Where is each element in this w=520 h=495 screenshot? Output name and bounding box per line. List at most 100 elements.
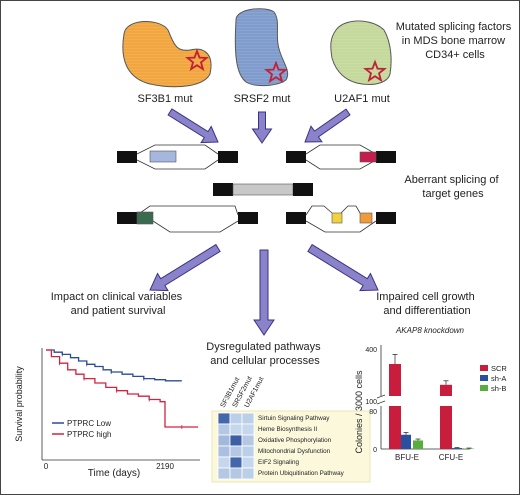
bar-ytick-80: 80: [369, 409, 377, 416]
gene-model-2-exon-left: [286, 151, 306, 163]
splice-junction-bottom: [305, 159, 377, 170]
mutated-line-1: Mutated splicing factors: [396, 21, 512, 33]
heatmap-cell: [241, 467, 255, 480]
axis-break-mark-1: [376, 394, 386, 399]
exon-red: [359, 151, 377, 163]
bar-sh-a-0: [401, 434, 411, 449]
heatmap-cells: [217, 412, 255, 480]
km-xtick-1: 2190: [156, 462, 174, 471]
bar-title: AKAP8 knockdown: [395, 326, 465, 335]
axis-break-mark-2: [376, 400, 386, 405]
gene-model-3: [213, 183, 313, 196]
km-series: [46, 349, 199, 429]
bar-scr-0: [389, 364, 401, 449]
heatmap-cell: [229, 423, 243, 436]
clinical-line-1: Impact on clinical variables: [51, 291, 183, 303]
heatmap-cell: [217, 412, 231, 425]
impaired-heading: Impaired cell growth and differentiation: [376, 291, 478, 317]
bar-category-0: BFU-E: [395, 453, 419, 462]
heatmap-cell: [229, 456, 243, 469]
mutated-factors-heading: Mutated splicing factors in MDS bone mar…: [396, 21, 515, 61]
bar-marks: [386, 354, 474, 449]
arrow-clinical-icon: [149, 243, 221, 292]
dysregulated-line-1: Dysregulated pathways: [206, 341, 321, 353]
arrow-pathways-icon: [253, 249, 275, 336]
mutation-stars: [185, 48, 387, 84]
bar-legend-shb: sh-B: [491, 384, 506, 393]
bar-ytick-0: 0: [373, 447, 377, 454]
splice-junction-top: [136, 144, 219, 155]
heatmap-cell: [241, 434, 255, 447]
heatmap-row-1: Heme Biosynthesis II: [258, 426, 317, 433]
heatmap-cell: [217, 456, 231, 469]
heatmap-row-0: Sirtuin Signaling Pathway: [258, 415, 330, 422]
heatmap-row-3: Mitochondrial Dysfunction: [258, 448, 331, 455]
km-line-low: [46, 349, 182, 382]
mutation-star-icon-1: [264, 60, 288, 84]
mutation-star-icon-0: [185, 48, 209, 72]
heatmap-row-4: EIF2 Signaling: [258, 459, 299, 466]
splice-junction-bottom: [136, 159, 219, 170]
gene-model-4: [117, 205, 258, 233]
aberrant-line-1: Aberrant splicing of: [404, 174, 499, 186]
gene-model-2-exon-right: [376, 151, 396, 163]
gene-model-3-exon-right: [293, 183, 313, 196]
heatmap-cell: [217, 423, 231, 436]
arrow-sf3b1-icon: [167, 108, 219, 144]
heatmap-cell: [229, 467, 243, 480]
km-xtick-0: 0: [44, 462, 49, 471]
u2af1-label: U2AF1 mut: [334, 93, 390, 105]
flow-arrows: [149, 108, 379, 336]
heatmap-cell: [241, 412, 255, 425]
arrow-u2af1-icon: [304, 108, 351, 143]
arrow-growth-icon: [307, 243, 379, 292]
heatmap-cell: [229, 412, 243, 425]
aberrant-line-2: target genes: [422, 188, 484, 200]
clinical-heading: Impact on clinical variables and patient…: [51, 291, 186, 317]
bar-legend-sha: sh-A: [491, 374, 506, 383]
gene-model-5-exon-right: [376, 212, 396, 224]
exon-orange: [359, 212, 373, 224]
gene-model-1-exon-left: [117, 151, 137, 163]
gene-model-1: [117, 144, 238, 170]
heatmap-cell: [217, 445, 231, 458]
splice-junction-top-2: [340, 205, 361, 214]
sf3b1-label: SF3B1 mut: [137, 93, 192, 105]
clinical-line-2: and patient survival: [71, 305, 166, 317]
survival-chart: Survival probability Time (days) 0 2190 …: [14, 348, 200, 479]
impaired-line-2: and differentiation: [383, 305, 470, 317]
bar-scr-1: [440, 384, 452, 449]
heatmap-row-2: Oxidative Phosphorylation: [258, 437, 332, 444]
gene-model-2: [286, 144, 396, 170]
legend-swatch-scr: [480, 365, 488, 371]
km-legend-high: PTPRC high: [67, 430, 111, 439]
splice-junction-top: [305, 144, 377, 155]
km-xlabel: Time (days): [88, 468, 140, 479]
arrow-srsf2-icon: [251, 111, 273, 144]
heatmap-cell: [241, 445, 255, 458]
srsf2-label: SRSF2 mut: [234, 93, 291, 105]
exon-retained-intron: [232, 183, 294, 196]
bar-ytick-400: 400: [365, 347, 377, 354]
bar-sh-a-1: [452, 448, 462, 449]
heatmap-cell: [229, 434, 243, 447]
gene-model-5-exon-left: [286, 212, 306, 224]
bar-sh-b-0: [413, 440, 423, 449]
impaired-line-1: Impaired cell growth: [376, 291, 474, 303]
mutated-line-3: CD34+ cells: [425, 49, 485, 61]
gene-model-1-exon-right: [218, 151, 238, 163]
splice-junction-top-1: [305, 205, 333, 216]
legend-swatch-shb: [480, 385, 488, 391]
exon-yellow: [331, 212, 343, 224]
bar-axis-break-gap: [386, 396, 426, 406]
splice-junction-top: [136, 205, 239, 216]
pathway-heatmap: SF3B1mut SRSF2mut U2AF1mut Sirtuin Signa…: [211, 375, 371, 483]
dysregulated-heading: Dysregulated pathways and cellular proce…: [206, 341, 323, 367]
heatmap-row-5: Protein Ubiquitination Pathway: [258, 470, 345, 477]
mutation-star-icon-2: [363, 59, 387, 83]
heatmap-cell: [229, 445, 243, 458]
bar-ylabel: Colonies / 3000 cells: [354, 370, 364, 454]
sf3b1-protein-shape: [122, 20, 212, 88]
bar-axis-break-gap: [436, 396, 470, 406]
